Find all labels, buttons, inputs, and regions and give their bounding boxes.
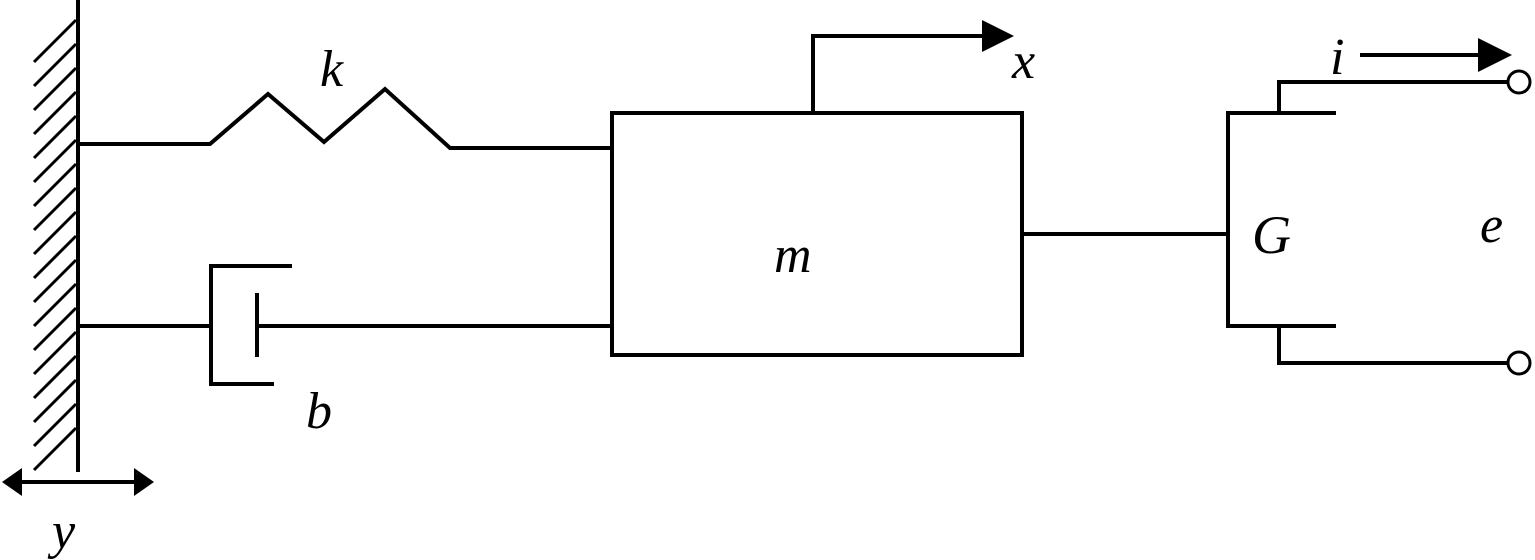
hatch-line (32, 258, 78, 304)
base-motion-arrow (2, 468, 154, 496)
hatch-line (32, 114, 78, 160)
hatch-line (32, 66, 78, 112)
hatch-line (32, 90, 78, 136)
hatch-line (32, 282, 78, 328)
hatch-line (32, 378, 78, 424)
damper (76, 264, 614, 386)
terminal-top (1506, 69, 1532, 95)
spring (76, 86, 614, 150)
hatch-line (32, 18, 78, 64)
mass-block (610, 111, 1024, 357)
hatch-line (32, 306, 78, 352)
transducer-label: G (1252, 205, 1291, 265)
wall (32, 0, 80, 472)
transducer (1226, 69, 1532, 376)
voltage-label: e (1480, 197, 1503, 254)
current-label: i (1330, 29, 1344, 86)
spring-label: k (320, 41, 344, 98)
hatch-line (32, 138, 78, 184)
base-motion-label: y (47, 503, 76, 560)
hatch-line (32, 330, 78, 376)
terminal-bottom (1506, 350, 1532, 376)
displacement-label: x (1011, 33, 1035, 90)
hatch-line (32, 210, 78, 256)
hatch-line (32, 354, 78, 400)
mass-label: m (774, 227, 812, 284)
damper-label: b (306, 383, 332, 440)
hatch-line (32, 402, 78, 448)
displacement-arrow (811, 20, 1014, 113)
hatch-line (32, 426, 78, 472)
hatch-line (32, 162, 78, 208)
hatch-line (32, 234, 78, 280)
hatch-line (32, 42, 78, 88)
wall-hatching (32, 18, 78, 472)
current-arrow (1360, 38, 1512, 72)
hatch-line (32, 186, 78, 232)
